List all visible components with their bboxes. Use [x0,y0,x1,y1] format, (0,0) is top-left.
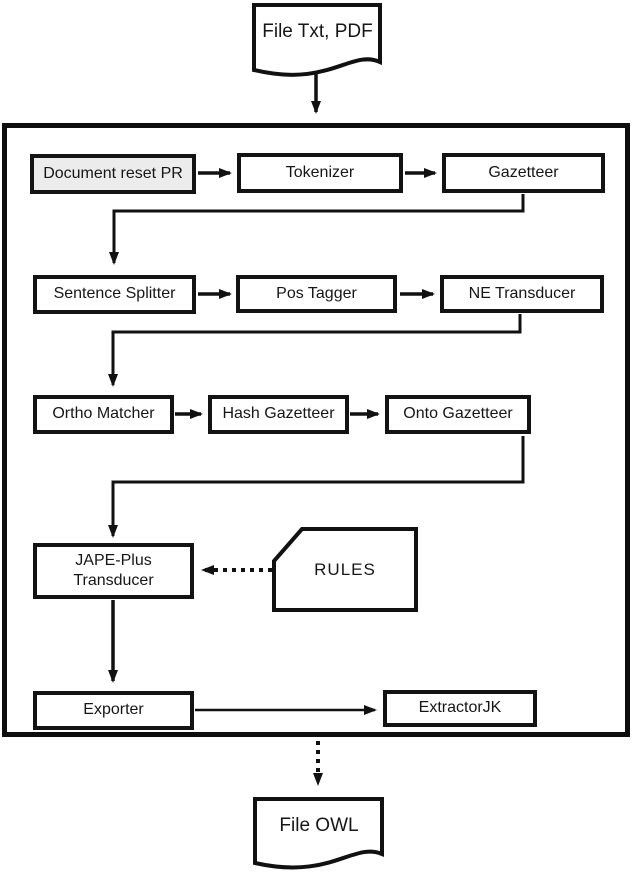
node-ne-transducer-label: NE Transducer [468,284,576,302]
node-exporter: Exporter [33,691,194,730]
input-file-document-shape: File Txt, PDF [251,2,384,86]
node-ne-transducer: NE Transducer [440,275,604,313]
rules-label: RULES [314,559,376,579]
node-onto-gazetteer-label: Onto Gazetteer [403,405,513,423]
node-ortho-matcher-label: Ortho Matcher [52,405,155,423]
node-tokenizer: Tokenizer [237,153,403,193]
node-exporter-label: Exporter [83,701,144,719]
output-file-document-shape: File OWL [252,796,386,876]
document-outline [252,3,382,77]
node-gazetteer: Gazetteer [442,153,605,193]
node-jape-line2: Transducer [73,572,154,589]
node-extractor-label: ExtractorJK [418,699,502,717]
node-document-reset-label: Document reset PR [43,164,183,182]
node-gazetteer-label: Gazetteer [488,163,559,181]
node-extractor: ExtractorJK [383,690,537,727]
output-file-label: File OWL [279,815,359,836]
input-file-label: File Txt, PDF [262,21,373,42]
node-onto-gazetteer: Onto Gazetteer [385,395,531,434]
node-hash-gazetteer-label: Hash Gazetteer [222,405,335,423]
node-hash-gazetteer: Hash Gazetteer [208,395,349,434]
node-document-reset: Document reset PR [30,154,196,194]
document-outline [253,797,384,870]
node-ortho-matcher: Ortho Matcher [33,395,174,434]
node-pos-tagger-label: Pos Tagger [276,284,357,302]
node-sentence-splitter-label: Sentence Splitter [53,285,176,303]
rules-card-shape: RULES [272,527,418,612]
node-tokenizer-label: Tokenizer [285,163,355,181]
node-pos-tagger: Pos Tagger [236,275,397,313]
pipeline-container [2,123,630,737]
node-sentence-splitter: Sentence Splitter [33,275,196,314]
rules-card-outline [272,527,418,612]
node-jape-plus-transducer: JAPE-Plus Transducer [33,543,194,599]
node-jape-line1: JAPE-Plus [75,552,152,569]
